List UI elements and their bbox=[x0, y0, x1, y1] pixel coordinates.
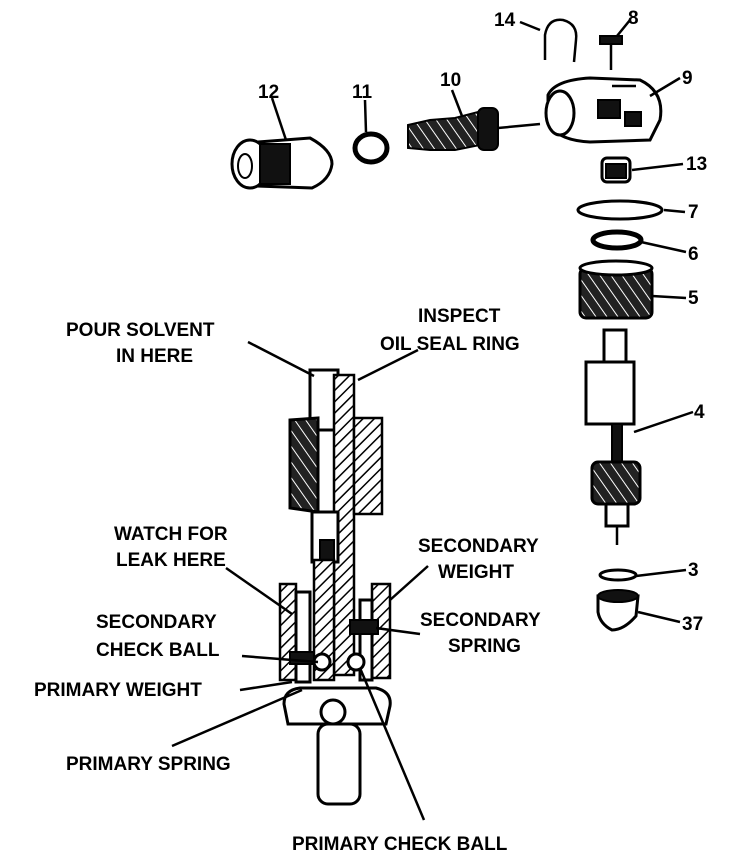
part-number-12: 12 bbox=[258, 82, 279, 103]
part-3-snap-ring bbox=[598, 568, 638, 582]
governor-sectional-view bbox=[278, 368, 392, 806]
label-leak-here: LEAK HERE bbox=[116, 550, 226, 571]
part-number-6: 6 bbox=[688, 244, 699, 265]
part-number-4: 4 bbox=[694, 402, 705, 423]
part-5-gear bbox=[578, 259, 654, 320]
part-number-5: 5 bbox=[688, 288, 699, 309]
part-6-washer bbox=[590, 229, 644, 251]
label-secondary-check-ball-1: SECONDARY bbox=[96, 612, 217, 633]
part-number-11: 11 bbox=[352, 82, 373, 103]
part-number-37: 37 bbox=[682, 614, 703, 635]
label-primary-check-ball: PRIMARY CHECK BALL bbox=[292, 834, 508, 855]
part-7-ring bbox=[576, 199, 664, 221]
part-number-14: 14 bbox=[494, 10, 516, 31]
label-secondary-weight-1: SECONDARY bbox=[418, 536, 539, 557]
part-13-bushing bbox=[600, 156, 632, 184]
label-watch-for: WATCH FOR bbox=[114, 524, 228, 545]
label-primary-spring: PRIMARY SPRING bbox=[66, 754, 231, 775]
part-14-clip bbox=[543, 18, 578, 63]
part-10-spring bbox=[407, 107, 541, 151]
label-secondary-spring-1: SECONDARY bbox=[420, 610, 541, 631]
part-8-screw bbox=[599, 35, 623, 70]
label-primary-weight: PRIMARY WEIGHT bbox=[34, 680, 202, 701]
part-37-cap bbox=[596, 589, 640, 632]
label-secondary-check-ball-2: CHECK BALL bbox=[96, 640, 220, 661]
label-secondary-weight-2: WEIGHT bbox=[438, 562, 514, 583]
part-12-sleeve bbox=[230, 136, 334, 190]
part-leader-lines bbox=[270, 19, 694, 624]
callout-labels: POUR SOLVENT IN HERE INSPECT OIL SEAL RI… bbox=[34, 306, 541, 855]
callout-leader-lines bbox=[171, 340, 429, 821]
part-4-shaft bbox=[584, 328, 642, 545]
label-in-here: IN HERE bbox=[116, 346, 193, 367]
part-9-cover bbox=[544, 76, 663, 144]
label-pour-solvent: POUR SOLVENT bbox=[66, 320, 215, 341]
part-number-13: 13 bbox=[686, 154, 707, 175]
part-number-3: 3 bbox=[688, 560, 699, 581]
label-secondary-spring-2: SPRING bbox=[448, 636, 521, 657]
part-11-o-ring bbox=[352, 131, 390, 165]
part-number-7: 7 bbox=[688, 202, 699, 223]
label-inspect: INSPECT bbox=[418, 306, 501, 327]
part-numbers: 14 8 9 12 11 10 13 7 6 5 4 3 37 bbox=[258, 8, 707, 635]
part-number-10: 10 bbox=[440, 70, 461, 91]
label-oil-seal-ring: OIL SEAL RING bbox=[380, 334, 520, 355]
part-number-8: 8 bbox=[628, 8, 639, 29]
part-number-9: 9 bbox=[682, 68, 693, 89]
